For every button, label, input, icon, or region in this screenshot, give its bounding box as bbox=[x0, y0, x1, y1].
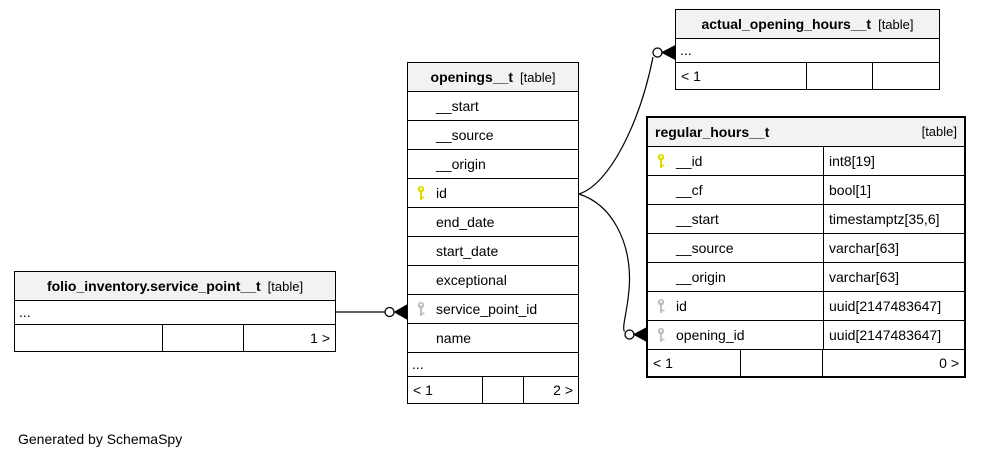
footer-middle-cell bbox=[163, 325, 244, 351]
column-name: __source bbox=[436, 127, 494, 143]
column-type: uuid[2147483647] bbox=[823, 292, 964, 320]
table-footer: 1 > bbox=[15, 325, 335, 351]
table-header-regular-hours[interactable]: regular_hours__t [table] bbox=[648, 118, 964, 147]
column-type: varchar[63] bbox=[823, 234, 964, 262]
column-row-name[interactable]: name bbox=[408, 324, 578, 353]
table-header-actual-opening-hours[interactable]: actual_opening_hours__t [table] bbox=[676, 10, 939, 39]
cardinality-zero-circle bbox=[384, 306, 395, 318]
column-row-service_point_id[interactable]: service_point_id bbox=[408, 295, 578, 324]
column-row-exceptional[interactable]: exceptional bbox=[408, 266, 578, 295]
table-tag: [table] bbox=[878, 17, 914, 32]
column-row-__origin[interactable]: __origin bbox=[408, 150, 578, 179]
column-name: id bbox=[648, 298, 823, 314]
footer-middle-cell bbox=[741, 350, 823, 376]
primary-key-icon bbox=[656, 153, 666, 169]
column-type: int8[19] bbox=[823, 147, 964, 175]
crow-foot-arrow bbox=[393, 304, 408, 320]
column-name: __id bbox=[648, 153, 823, 169]
table-footer: < 1 0 > bbox=[648, 350, 964, 376]
column-row-__start[interactable]: __start timestamptz[35,6] bbox=[648, 205, 964, 234]
primary-key-icon bbox=[416, 185, 426, 201]
column-name: __start bbox=[436, 98, 479, 114]
table-title: openings__t bbox=[430, 69, 514, 85]
column-name: __origin bbox=[676, 269, 726, 285]
hidden-columns-ellipsis: ... bbox=[676, 39, 939, 63]
footer-middle-cell bbox=[483, 377, 524, 403]
column-name: __origin bbox=[436, 156, 486, 172]
column-row-__cf[interactable]: __cf bool[1] bbox=[648, 176, 964, 205]
table-title: actual_opening_hours__t bbox=[701, 16, 872, 32]
footer-parent-count bbox=[15, 325, 163, 351]
generated-by-note: Generated by SchemaSpy bbox=[18, 431, 183, 447]
table-service-point: folio_inventory.service_point__t[table] … bbox=[14, 271, 336, 352]
hidden-columns-ellipsis: ... bbox=[15, 301, 335, 325]
column-row-__source[interactable]: __source bbox=[408, 121, 578, 150]
edge-openings-to-regular-hours bbox=[578, 193, 648, 343]
foreign-key-icon bbox=[416, 301, 426, 317]
table-tag: [table] bbox=[520, 70, 556, 85]
footer-child-count: 0 > bbox=[939, 355, 959, 371]
column-name: opening_id bbox=[648, 327, 823, 343]
table-tag: [table] bbox=[921, 124, 957, 139]
table-header-service-point[interactable]: folio_inventory.service_point__t [table] bbox=[15, 272, 335, 301]
footer-child-count: 2 > bbox=[553, 382, 573, 398]
column-name: name bbox=[436, 330, 472, 346]
column-name: service_point_id bbox=[408, 301, 578, 317]
footer-parent-count: < 1 bbox=[408, 377, 483, 403]
table-footer: < 1 2 > bbox=[408, 377, 578, 403]
column-name: id bbox=[408, 185, 578, 201]
table-title: regular_hours__t bbox=[655, 124, 770, 140]
column-row-__source[interactable]: __source varchar[63] bbox=[648, 234, 964, 263]
crow-foot-arrow bbox=[660, 44, 676, 61]
footer-parent-count: < 1 bbox=[648, 350, 741, 376]
footer-child-count bbox=[873, 63, 939, 89]
table-actual-opening-hours: actual_opening_hours__t [table] ... < 1 bbox=[675, 9, 940, 90]
column-name: exceptional bbox=[436, 272, 507, 288]
footer-middle-cell bbox=[807, 63, 873, 89]
footer-parent-count: < 1 bbox=[676, 63, 807, 89]
column-row-__origin[interactable]: __origin varchar[63] bbox=[648, 263, 964, 292]
cardinality-zero-circle bbox=[624, 329, 635, 340]
table-tag: [table] bbox=[267, 279, 304, 294]
column-type: timestamptz[35,6] bbox=[823, 205, 964, 233]
column-row-id[interactable]: id bbox=[408, 179, 578, 208]
column-row-end_date[interactable]: end_date bbox=[408, 208, 578, 237]
table-footer: < 1 bbox=[676, 63, 939, 89]
column-name: start_date bbox=[436, 243, 499, 259]
table-openings: openings__t [table] __start __source __orig… bbox=[407, 62, 579, 404]
column-name: __source bbox=[676, 240, 734, 256]
hidden-columns-ellipsis: ... bbox=[408, 353, 578, 377]
column-type: varchar[63] bbox=[823, 263, 964, 291]
edge-service-point-to-openings bbox=[336, 304, 408, 320]
column-type: uuid[2147483647] bbox=[823, 321, 964, 349]
column-row-start_date[interactable]: start_date bbox=[408, 237, 578, 266]
cardinality-zero-circle bbox=[652, 47, 663, 58]
column-name: __cf bbox=[676, 182, 703, 198]
table-header-openings[interactable]: openings__t [table] bbox=[408, 63, 578, 92]
foreign-key-icon bbox=[656, 298, 666, 314]
column-row-__start[interactable]: __start bbox=[408, 92, 578, 121]
table-title: folio_inventory.service_point__t bbox=[46, 278, 261, 294]
column-name: end_date bbox=[436, 214, 495, 230]
footer-child-count: 1 > bbox=[310, 330, 330, 346]
foreign-key-icon bbox=[656, 327, 666, 343]
column-type: bool[1] bbox=[823, 176, 964, 204]
column-name: __start bbox=[676, 211, 719, 227]
